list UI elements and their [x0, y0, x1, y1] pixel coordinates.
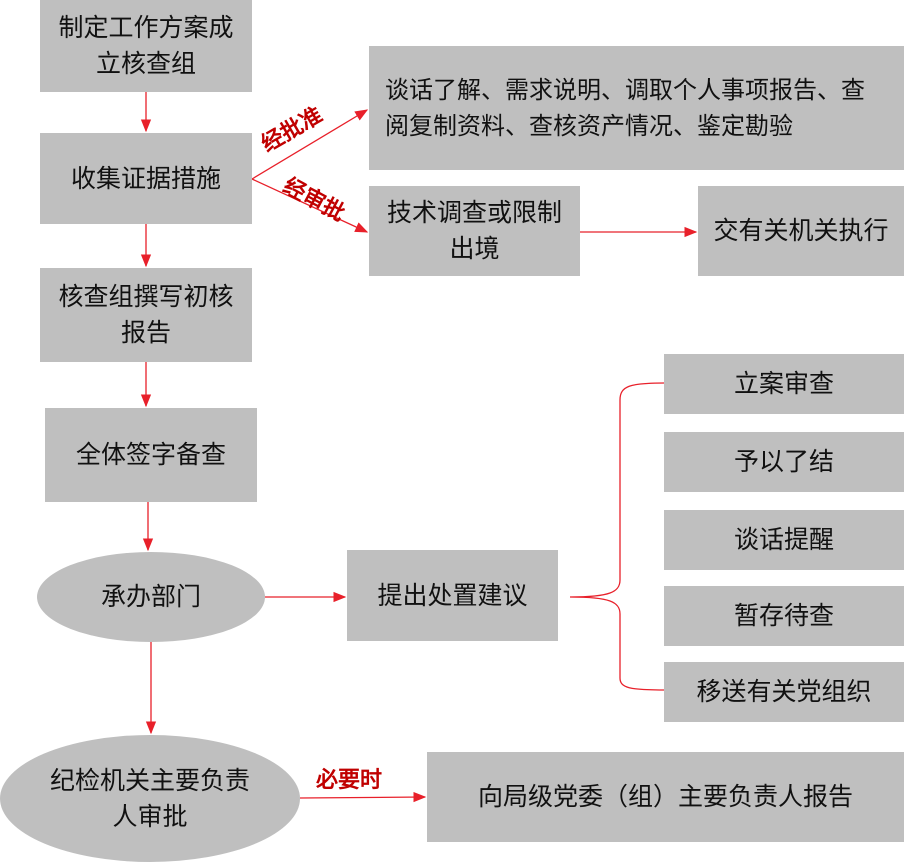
node-tech: 技术调查或限制出境 [369, 186, 580, 276]
option-1: 立案审查 [664, 354, 904, 414]
option-3: 谈话提醒 [664, 510, 904, 570]
node-propose: 提出处置建议 [347, 550, 558, 641]
node-dept: 承办部门 [37, 552, 265, 642]
node-party: 向局级党委（组）主要负责人报告 [427, 752, 904, 842]
node-exec: 交有关机关执行 [698, 186, 904, 276]
node-approve: 纪检机关主要负责人审批 [0, 735, 300, 862]
node-sign: 全体签字备查 [45, 408, 257, 502]
option-2: 予以了结 [664, 432, 904, 492]
node-report: 核查组撰写初核报告 [40, 268, 252, 362]
node-plan: 制定工作方案成立核查组 [40, 0, 252, 92]
label-necessary: 必要时 [316, 768, 383, 793]
node-measures: 谈话了解、需求说明、调取个人事项报告、查阅复制资料、查核资产情况、鉴定勘验 [369, 46, 904, 170]
option-4: 暂存待查 [664, 586, 904, 646]
option-5: 移送有关党组织 [664, 662, 904, 722]
node-collect: 收集证据措施 [40, 133, 252, 224]
